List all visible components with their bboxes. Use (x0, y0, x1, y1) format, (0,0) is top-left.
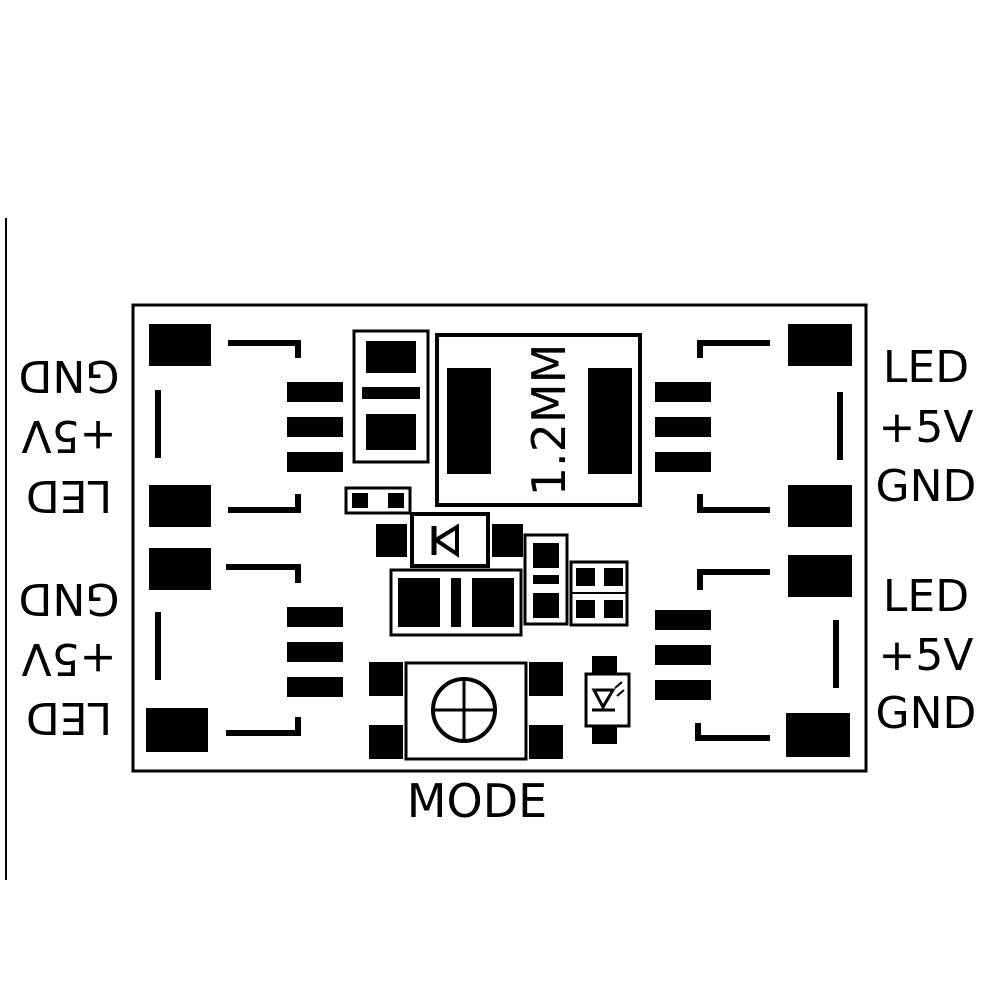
main-chip: 1.2MM (435, 333, 642, 507)
pin-pad (287, 417, 343, 437)
capacitor-bottom (389, 568, 523, 637)
corner-pad (149, 548, 211, 590)
pin-pad (655, 680, 711, 700)
pin-pad (655, 452, 711, 472)
corner-pad (788, 324, 852, 366)
corner-pad (149, 485, 211, 527)
pin-pad (655, 610, 711, 630)
resistor-vertical (523, 533, 569, 626)
pin-pad (287, 677, 343, 697)
connector-left-bottom (146, 548, 343, 752)
pin-pad (655, 645, 711, 665)
led-indicator (584, 656, 631, 744)
left-bottom-label-1: GND (19, 573, 120, 624)
left-bottom-label-2: +5V (22, 633, 117, 684)
mode-label: MODE (407, 774, 547, 828)
pin-pad (287, 607, 343, 627)
right-top-label-3: GND (876, 461, 977, 512)
diode (376, 512, 523, 568)
connector-right-bottom (655, 555, 852, 757)
smd-small-pair (344, 486, 412, 515)
left-top-label-3: LED (26, 470, 112, 521)
corner-pad (788, 485, 852, 527)
chip-label: 1.2MM (522, 344, 576, 497)
corner-pad (149, 324, 211, 366)
silk-bracket (226, 564, 301, 583)
silk-bracket (697, 569, 770, 590)
left-top-label-2: +5V (22, 410, 117, 461)
chip-pad-left (447, 368, 491, 474)
connector-left-top (149, 324, 343, 527)
pin-pad (287, 382, 343, 402)
corner-pad (788, 555, 852, 597)
corner-pad (146, 708, 208, 752)
board-outline (131, 303, 868, 773)
pin-pad (287, 642, 343, 662)
smd-quad (569, 560, 629, 627)
right-top-label-2: +5V (879, 402, 974, 453)
right-bottom-label-1: LED (883, 571, 969, 622)
right-top-label-1: LED (883, 342, 969, 393)
silk-bracket (697, 494, 770, 513)
connector-right-top (655, 324, 852, 527)
right-bottom-label-2: +5V (879, 630, 974, 681)
corner-pad (786, 713, 850, 757)
chip-pad-right (588, 368, 632, 474)
left-top-label-1: GND (19, 350, 120, 401)
pin-pad (655, 382, 711, 402)
pin-pad (655, 417, 711, 437)
right-bottom-label-3: GND (876, 688, 977, 739)
silk-bracket (228, 340, 301, 358)
silk-bracket (695, 723, 770, 741)
silk-bracket (226, 717, 301, 736)
capacitor-top (352, 329, 430, 464)
silk-bracket (228, 494, 301, 513)
pin-pad (287, 452, 343, 472)
left-bottom-label-3: LED (26, 692, 112, 743)
silk-bracket (697, 340, 770, 358)
mode-button (369, 661, 563, 761)
